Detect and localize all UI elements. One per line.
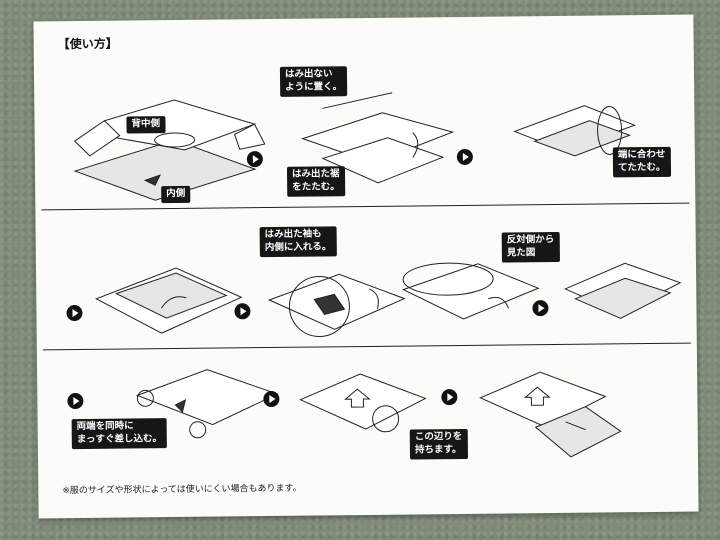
step-arrow-icon <box>234 303 251 320</box>
step-arrow-icon <box>263 390 280 408</box>
label-fold-hem: はみ出た裾 をたたむ。 <box>286 166 345 197</box>
label-hold-here: この辺りを 持ちます。 <box>409 428 468 460</box>
footnote: ※服のサイズや形状によっては使いにくい場合もあります。 <box>62 483 302 497</box>
step-arrow-icon <box>532 300 549 317</box>
step-arrow-icon <box>66 304 83 322</box>
label-sleeve-inside: はみ出た袖も 内側に入れる。 <box>259 226 337 257</box>
instruction-card: 【使い方】 背中側 内側 はみ出ない ように置く。 はみ出た裾 をたたむ。 端に… <box>33 14 699 519</box>
step-5-illustration <box>268 273 406 337</box>
step-arrow-icon <box>441 389 458 406</box>
label-fold-hem-line1: はみ出た裾 <box>291 168 340 180</box>
step-arrow-icon <box>67 392 84 410</box>
label-back-side: 背中側 <box>126 116 166 134</box>
label-opposite-view-line2: 見た図 <box>506 247 536 259</box>
step-arrow-icon <box>246 151 263 168</box>
label-no-protrude-line2: ように置く。 <box>285 81 343 93</box>
label-opposite-view: 反対側から 見た図 <box>501 231 560 263</box>
step-6-illustration <box>401 262 540 320</box>
step-7-illustration <box>563 262 682 319</box>
step-10-illustration <box>479 371 622 458</box>
label-fold-hem-line2: をたたむ。 <box>292 181 340 193</box>
label-inner-side: 内側 <box>161 185 191 203</box>
label-sleeve-inside-line2: 内側に入れる。 <box>264 241 332 253</box>
label-fold-to-edge: 端に合わせ てたたむ。 <box>612 146 671 178</box>
step-3-illustration <box>513 105 636 157</box>
step-1-illustration <box>73 99 266 201</box>
label-no-protrude: はみ出ない ように置く。 <box>279 66 348 97</box>
label-hold-here-line1: この辺りを <box>414 431 463 443</box>
label-no-protrude-line1: はみ出ない <box>284 68 333 80</box>
page-title: 【使い方】 <box>57 36 118 52</box>
label-hold-here-line2: 持ちます。 <box>414 443 462 456</box>
step-2-illustration <box>301 92 455 184</box>
label-fold-to-edge-line2: てたたむ。 <box>617 161 666 174</box>
step-arrow-icon <box>456 148 473 166</box>
step-9-illustration <box>299 373 427 433</box>
label-opposite-view-line1: 反対側から <box>506 234 555 246</box>
step-4-illustration <box>95 267 243 334</box>
row-divider <box>41 202 690 211</box>
label-insert-both-ends-line2: まっすぐ差し込む。 <box>76 432 162 445</box>
label-insert-both-ends-line1: 両端を同時に <box>76 420 134 433</box>
label-insert-both-ends: 両端を同時に まっすぐ差し込む。 <box>71 418 168 449</box>
label-sleeve-inside-line1: はみ出た袖も <box>264 228 322 241</box>
label-fold-to-edge-line1: 端に合わせ <box>617 148 666 161</box>
